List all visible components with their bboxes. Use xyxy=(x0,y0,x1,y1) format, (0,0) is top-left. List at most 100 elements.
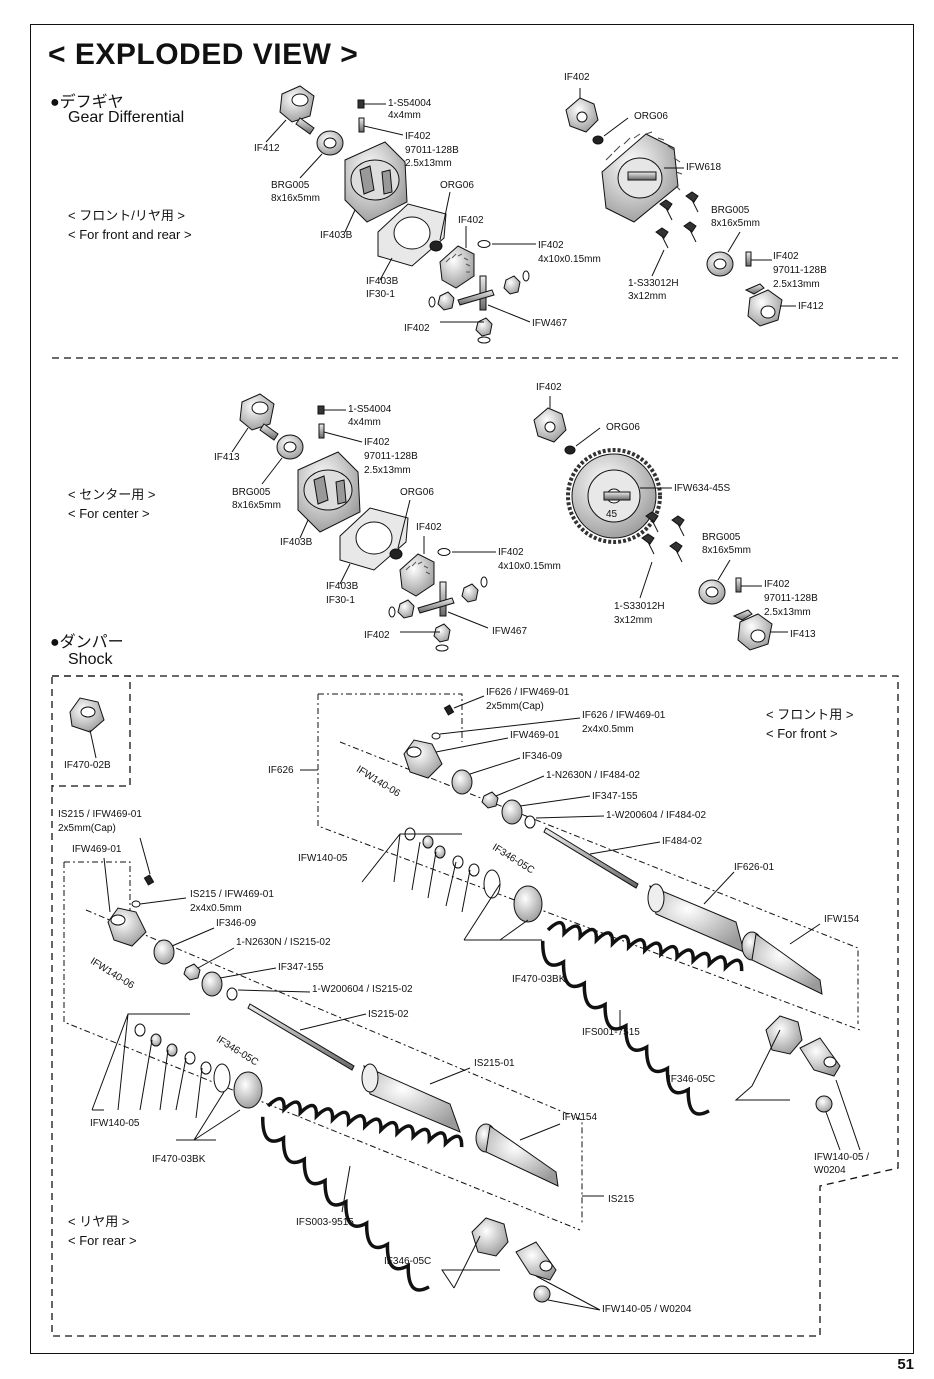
part-label: IF412 xyxy=(254,143,280,154)
shock-shaft-icon xyxy=(543,827,639,889)
subtitle-center-jp: < センター用 > xyxy=(68,487,156,502)
part-label: IF402 xyxy=(404,323,430,334)
part-label: 1-S54004 xyxy=(388,98,432,109)
part-label: ORG06 xyxy=(634,111,668,122)
cross-shaft-icon xyxy=(417,581,455,617)
spur-gear-number: 45 xyxy=(606,509,618,520)
bevel-gear-icon xyxy=(439,245,475,289)
part-label: BRG005 xyxy=(711,205,750,216)
shim-icon xyxy=(477,240,491,248)
pin-icon xyxy=(745,251,752,267)
part-label: ORG06 xyxy=(440,180,474,191)
part-label: IF626-01 xyxy=(734,862,775,873)
part-label: IF403B xyxy=(366,276,399,287)
part-label: 8x16x5mm xyxy=(702,545,751,556)
spring-cup-icon xyxy=(471,1217,509,1257)
cap-screw-icon xyxy=(443,704,455,716)
diff-center-right-assembly xyxy=(533,396,788,651)
front-shock-assembly xyxy=(300,693,861,1151)
part-label: IFW634-45S xyxy=(674,483,731,494)
part-label: IFS003-9515 xyxy=(296,1217,354,1228)
part-label: 97011-128B xyxy=(405,145,459,156)
part-label: IS215-01 xyxy=(474,1058,515,1069)
part-label: IFW154 xyxy=(562,1112,598,1123)
part-label: 1-N2630N / IF484-02 xyxy=(546,770,640,781)
part-label: ORG06 xyxy=(606,422,640,433)
part-label: IFS001-7515 xyxy=(582,1027,640,1038)
subtitle-rear-jp: < リヤ用 > xyxy=(68,1214,130,1229)
part-label: ORG06 xyxy=(400,487,434,498)
part-label: 8x16x5mm xyxy=(271,193,320,204)
diff-front-left-assembly xyxy=(265,85,536,344)
part-label: 97011-128B xyxy=(364,451,418,462)
section-diff-jp: ●デフギヤ xyxy=(50,94,124,111)
screw-icon xyxy=(641,511,685,563)
part-label: IF402 xyxy=(364,630,390,641)
diff-cover-icon xyxy=(377,203,447,267)
part-label: IF413 xyxy=(790,629,816,640)
diaphragm-icon xyxy=(451,769,473,795)
bearing-icon xyxy=(316,130,344,156)
diff-front-right-assembly xyxy=(565,88,796,327)
cap-screw-icon xyxy=(143,874,155,886)
part-label: IF470-02B xyxy=(64,760,111,771)
piston-icon xyxy=(501,799,523,825)
bearing-icon xyxy=(276,434,304,460)
part-label: IF347-155 xyxy=(592,791,638,802)
o-ring-icon xyxy=(429,240,443,252)
part-label: W0204 xyxy=(814,1165,846,1176)
subtitle-front-rear-jp: < フロント/リヤ用 > xyxy=(68,208,186,223)
o-ring-icon xyxy=(389,548,403,560)
pin-icon xyxy=(735,577,742,593)
shock-cap-icon xyxy=(69,697,105,759)
shock-lower-icon xyxy=(741,931,823,995)
part-label: IF402 xyxy=(764,579,790,590)
spring-collar-icon xyxy=(513,885,543,923)
page-frame xyxy=(30,24,914,1354)
diff-case-icon xyxy=(344,141,408,223)
part-label: BRG005 xyxy=(232,487,271,498)
part-label: IFW140-05 / xyxy=(814,1152,870,1163)
part-label: IF402 xyxy=(564,72,590,83)
part-label: 4x4mm xyxy=(388,110,421,121)
part-label: IF402 xyxy=(458,215,484,226)
part-label: IF403B xyxy=(326,581,359,592)
part-label: IF402 xyxy=(405,131,431,142)
part-label: 4x10x0.15mm xyxy=(538,254,601,265)
diaphragm-icon xyxy=(153,939,175,965)
part-label: IF402 xyxy=(364,437,390,448)
o-ring-icon xyxy=(592,135,604,145)
section-diff-en: Gear Differential xyxy=(68,109,185,126)
part-label: IF346-09 xyxy=(216,918,257,929)
part-label: 3x12mm xyxy=(614,615,653,626)
part-label: IF402 xyxy=(773,251,799,262)
diff-case-icon xyxy=(297,451,361,533)
part-label: IF346-09 xyxy=(522,751,563,762)
shock-cap-icon xyxy=(403,739,443,779)
part-label: IF346-05C xyxy=(384,1256,432,1267)
subtitle-front-jp: < フロント用 > xyxy=(766,707,854,722)
part-label: IF402 xyxy=(416,522,442,533)
shock-body-icon xyxy=(647,883,745,953)
shock-shaft-icon xyxy=(247,1003,355,1071)
shim-icon xyxy=(437,548,451,556)
part-label: IF402 xyxy=(538,240,564,251)
shock-lower-icon xyxy=(475,1123,559,1187)
part-label: 2x5mm(Cap) xyxy=(486,701,544,712)
part-label: IF484-02 xyxy=(662,836,703,847)
part-label: BRG005 xyxy=(702,532,741,543)
diff-center-left-assembly xyxy=(231,393,496,652)
part-label: 2x5mm(Cap) xyxy=(58,823,116,834)
small-bevel-gear-icon xyxy=(397,583,479,643)
o-ring-icon xyxy=(564,445,576,455)
small-gear-icon xyxy=(533,407,567,443)
part-label: 1-N2630N / IS215-02 xyxy=(236,937,331,948)
part-label: IF470-03BK xyxy=(512,974,566,985)
rear-shock-assembly xyxy=(63,837,604,1311)
part-label: IF346-05C xyxy=(668,1074,716,1085)
outdrive-cup-icon xyxy=(239,393,279,441)
part-label: IFW618 xyxy=(686,162,722,173)
part-label: IF30-1 xyxy=(366,289,395,300)
part-label: BRG005 xyxy=(271,180,310,191)
subtitle-center-en: < For center > xyxy=(68,506,150,521)
